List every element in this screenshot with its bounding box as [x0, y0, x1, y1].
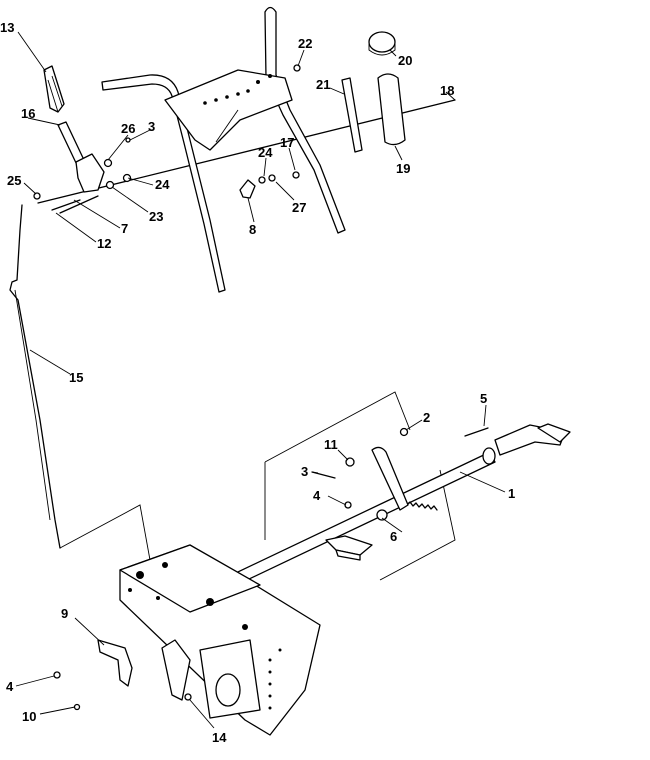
callout-17: 17 [280, 135, 294, 150]
callout-16: 16 [21, 106, 35, 121]
lower-hardware [53, 427, 489, 711]
callout-labels: 13 16 26 3 25 24 23 7 12 22 21 18 20 19 … [0, 20, 515, 745]
rod-15 [9, 204, 61, 549]
callout-20: 20 [398, 53, 412, 68]
handle-bar-left [101, 74, 226, 293]
callout-3: 3 [148, 119, 155, 134]
console-plate-holes [203, 74, 272, 105]
lever-bracket [75, 153, 105, 193]
callout-9: 9 [61, 606, 68, 621]
callout-1: 1 [508, 486, 515, 501]
frame-holes [128, 562, 282, 710]
callout-18: 18 [440, 83, 454, 98]
callout-21: 21 [316, 77, 330, 92]
callout-23: 23 [149, 209, 163, 224]
lever-arm [57, 121, 85, 166]
callout-10: 10 [22, 709, 36, 724]
callout-2: 2 [423, 410, 430, 425]
upper-hardware [33, 64, 301, 214]
part-20-knob [368, 31, 396, 53]
part-21-strip [341, 77, 363, 153]
callout-8: 8 [249, 222, 256, 237]
console-plate [164, 69, 293, 151]
bracket-14 [161, 639, 191, 701]
callout-7: 7 [121, 221, 128, 236]
callout-4: 4 [313, 488, 321, 503]
callout-13: 13 [0, 20, 14, 35]
callout-19: 19 [396, 161, 410, 176]
callout-22: 22 [298, 36, 312, 51]
callout-12: 12 [97, 236, 111, 251]
callout-24b: 24 [258, 145, 273, 160]
callout-25: 25 [7, 173, 21, 188]
bracket-9 [97, 639, 133, 687]
callout-15: 15 [69, 370, 83, 385]
handle-bar-right [264, 6, 346, 234]
lever-grip [43, 65, 65, 113]
leader-lines [15, 31, 506, 729]
callout-11: 11 [324, 437, 338, 452]
callout-3b: 3 [301, 464, 308, 479]
callout-6: 6 [390, 529, 397, 544]
part-19-cylinder [377, 73, 406, 146]
callout-lines [59, 391, 456, 581]
callout-5: 5 [480, 391, 487, 406]
callout-24: 24 [155, 177, 170, 192]
callout-27: 27 [292, 200, 306, 215]
brake-arm [371, 446, 409, 511]
callout-14: 14 [212, 730, 227, 745]
callout-4b: 4 [6, 679, 14, 694]
callout-26: 26 [121, 121, 135, 136]
